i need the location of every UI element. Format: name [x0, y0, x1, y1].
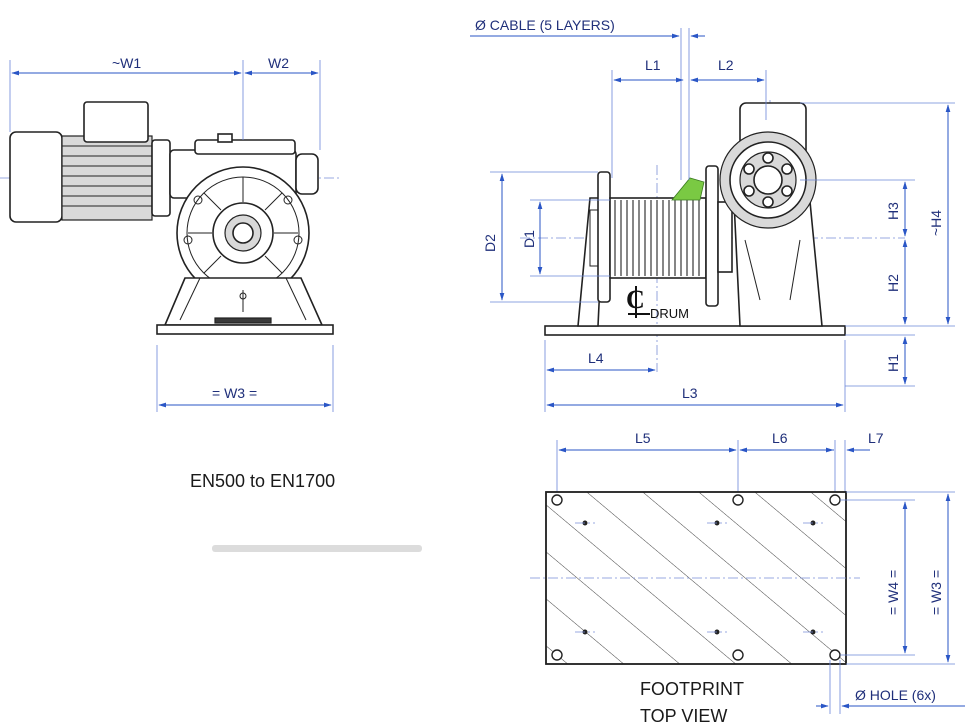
dim-hole: Ø HOLE (6x)	[855, 687, 936, 703]
dim-l5: L5	[635, 430, 651, 446]
motor-fins	[62, 145, 152, 207]
dim-h3: H3	[885, 202, 901, 220]
footprint-view: L5 L6 L7	[530, 430, 965, 714]
inner-bolt-marks	[575, 520, 823, 635]
dim-l1: L1	[645, 57, 661, 73]
faded-text-artifact	[212, 545, 422, 552]
dim-d2: D2	[482, 234, 498, 252]
footprint-caption-line2: TOP VIEW	[640, 706, 727, 726]
dim-w3-top: = W3 =	[928, 570, 944, 615]
dim-w2: W2	[268, 55, 289, 71]
dim-l2: L2	[718, 57, 734, 73]
model-range-caption: EN500 to EN1700	[190, 471, 335, 491]
dim-h2: H2	[885, 274, 901, 292]
dim-h4: ~H4	[928, 210, 944, 236]
dim-l4: L4	[588, 350, 604, 366]
mounting-holes	[551, 494, 841, 661]
dim-h1: H1	[885, 354, 901, 372]
dim-w3-side: = W3 =	[212, 385, 257, 401]
dim-l6: L6	[772, 430, 788, 446]
dim-d1: D1	[521, 230, 537, 248]
side-view: ~W1 W2 = W3 =	[0, 55, 340, 412]
drum-label: DRUM	[650, 306, 689, 321]
footprint-caption-line1: FOOTPRINT	[640, 679, 744, 699]
gear-spokes	[188, 177, 298, 274]
dim-w1: ~W1	[112, 55, 141, 71]
hub-bolts	[743, 152, 793, 208]
dim-l7: L7	[868, 430, 884, 446]
cable-highlight	[671, 177, 705, 201]
dim-cable: Ø CABLE (5 LAYERS)	[475, 17, 615, 33]
dim-w4-top: = W4 =	[885, 570, 901, 615]
front-view: Ø CABLE (5 LAYERS) L1 L2 D2 D1 H3 H2 H1 …	[470, 17, 955, 412]
dim-l3: L3	[682, 385, 698, 401]
